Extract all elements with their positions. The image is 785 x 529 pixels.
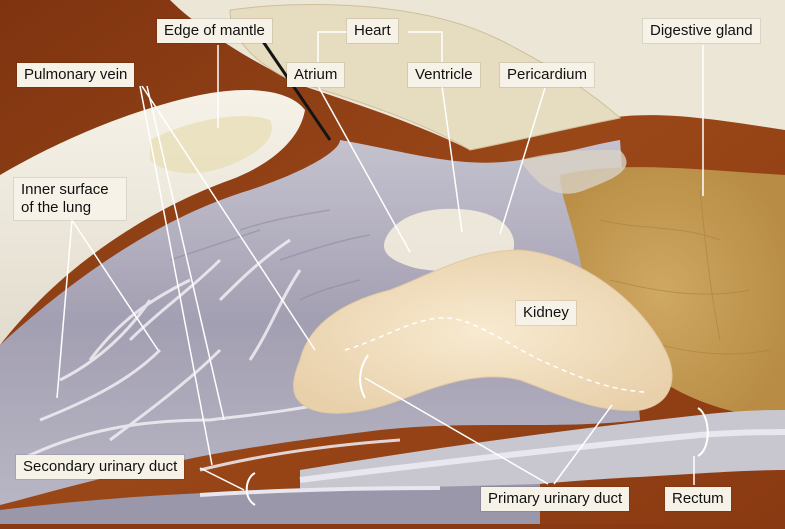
membrane bbox=[520, 150, 627, 194]
rectum-tube bbox=[300, 410, 785, 505]
secondary-duct-tube bbox=[0, 484, 540, 524]
label-kidney: Kidney bbox=[516, 301, 576, 325]
heart-bracket bbox=[317, 31, 443, 62]
label-primary-urinary-duct: Primary urinary duct bbox=[481, 487, 630, 511]
lung-texture bbox=[169, 209, 371, 301]
mantle-edge-rim bbox=[150, 116, 272, 174]
label-atrium: Atrium bbox=[287, 63, 345, 87]
label-pulmonary-vein: Pulmonary vein bbox=[17, 63, 135, 87]
label-heart: Heart bbox=[347, 19, 398, 43]
primary-duct-hook bbox=[359, 354, 369, 399]
label-pericardium: Pericardium bbox=[500, 63, 595, 87]
label-secondary-urinary-duct: Secondary urinary duct bbox=[16, 455, 185, 479]
rectum-band bbox=[299, 429, 785, 483]
label-digestive-gland: Digestive gland bbox=[643, 19, 760, 43]
rectum-bracket bbox=[697, 407, 709, 457]
kidney-shape bbox=[293, 249, 673, 414]
digestive-gland bbox=[560, 167, 785, 420]
label-inner-surface-of-lung: Inner surface of the lung bbox=[14, 178, 126, 220]
secondary-duct-bracket bbox=[245, 472, 256, 506]
secondary-duct-band bbox=[199, 486, 441, 497]
probe-wire bbox=[260, 39, 332, 141]
label-rectum: Rectum bbox=[665, 487, 731, 511]
label-ventricle: Ventricle bbox=[408, 63, 480, 87]
leader-lines bbox=[56, 45, 704, 491]
label-edge-of-mantle: Edge of mantle bbox=[157, 19, 272, 43]
